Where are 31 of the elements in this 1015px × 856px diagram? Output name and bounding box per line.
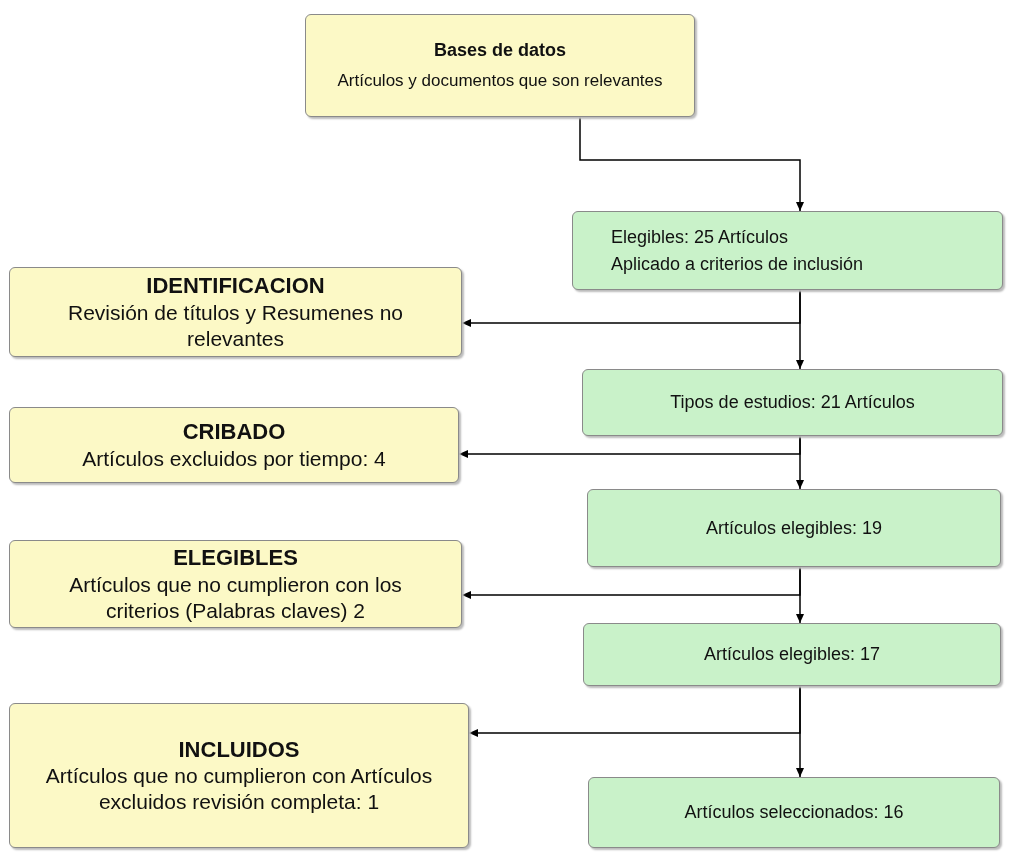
box-heading: IDENTIFICACION — [146, 272, 325, 300]
box-heading: Bases de datos — [433, 40, 567, 61]
box-text: Artículos elegibles: 19 — [705, 516, 883, 540]
process-box — [587, 489, 1001, 567]
box-text: Aplicado a criterios de inclusión — [611, 252, 864, 276]
box-text: Artículos seleccionados: 16 — [684, 801, 904, 825]
arrow — [796, 566, 804, 624]
box-text: Artículos excluidos por tiempo: 4 — [82, 445, 386, 472]
arrow — [796, 435, 804, 490]
process-box — [582, 369, 1003, 436]
process-box — [9, 540, 462, 628]
process-box — [9, 267, 462, 357]
arrow — [796, 685, 804, 778]
box-heading: ELEGIBLES — [173, 544, 298, 572]
box-text: Tipos de estudios: 21 Artículos — [670, 391, 915, 415]
box-text: Artículos que no cumplieron con los criterios (Palabras claves) 2 — [68, 571, 403, 624]
box-heading: INCLUIDOS — [178, 735, 300, 763]
arrow — [579, 116, 804, 212]
box-text: Artículos que no cumplieron con Artículos excluidos revisión completa: 1 — [44, 763, 434, 816]
box-text: Elegibles: 25 Artículos — [611, 226, 789, 250]
process-box — [9, 703, 469, 848]
process-box — [305, 14, 695, 117]
process-box — [583, 623, 1001, 686]
box-text: Revisión de títulos y Resumenes no relevantes — [67, 299, 404, 352]
box-text: Artículos y documentos que son relevantes — [337, 71, 663, 91]
process-box — [572, 211, 1003, 290]
arrow — [796, 289, 804, 370]
process-box — [9, 407, 459, 483]
box-heading: CRIBADO — [182, 418, 286, 446]
process-box — [588, 777, 1000, 848]
box-text: Artículos elegibles: 17 — [703, 643, 881, 667]
